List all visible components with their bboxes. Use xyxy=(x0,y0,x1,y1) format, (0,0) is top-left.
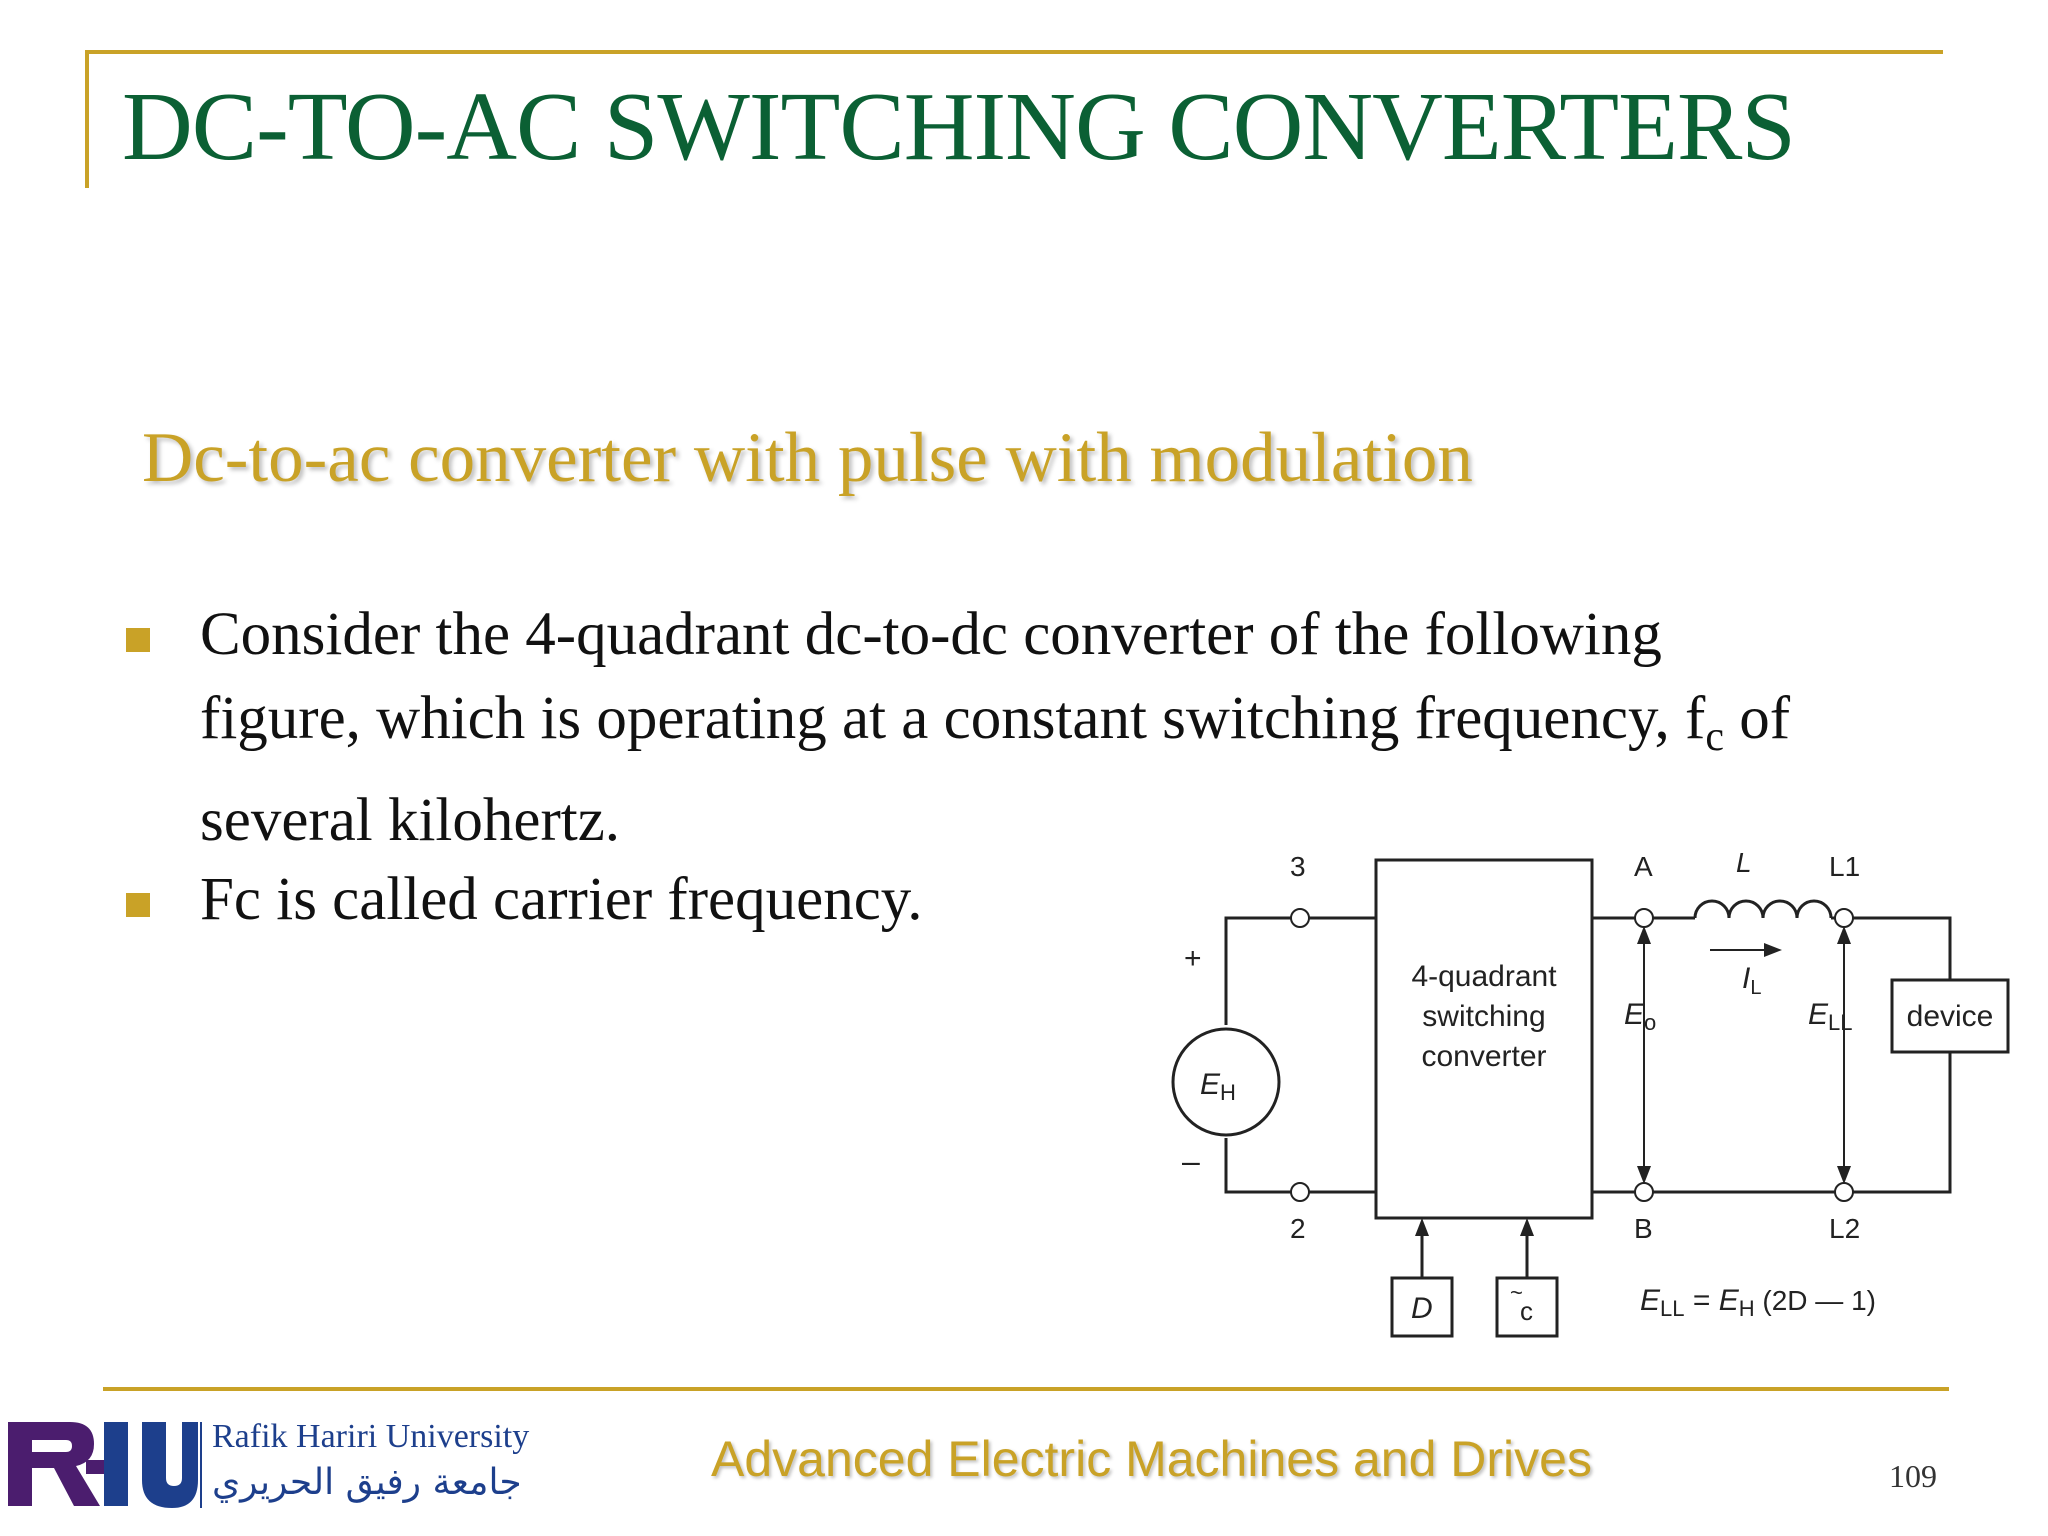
plus-sign: + xyxy=(1184,942,1202,975)
inductor-icon xyxy=(1693,899,1833,919)
wire-bottom-left xyxy=(1224,1138,1300,1194)
title-frame-left-rule xyxy=(85,50,89,188)
eo-arrow-head-down xyxy=(1637,1166,1651,1184)
duty-cycle-arrow-head xyxy=(1415,1218,1429,1236)
bullet-1: Consider the 4-quadrant dc-to-dc convert… xyxy=(200,593,1960,863)
page-number: 109 xyxy=(1889,1458,1937,1494)
node-2-label: 2 xyxy=(1290,1213,1306,1244)
bullet-1-line-2: figure, which is operating at a constant… xyxy=(200,677,1960,779)
bullet-1-subscript: c xyxy=(1705,714,1724,760)
footer-rule xyxy=(103,1387,1949,1391)
eo-label: Eo xyxy=(1624,998,1656,1035)
terminal-node-a xyxy=(1634,908,1654,928)
dc-source-icon xyxy=(1171,1027,1281,1137)
course-title: Advanced Electric Machines and Drives xyxy=(711,1431,1592,1487)
bullet-1-line-2-text: figure, which is operating at a constant… xyxy=(200,685,1706,752)
bullet-square-icon xyxy=(126,628,150,652)
bullet-square-icon xyxy=(126,893,150,917)
inductor-label: L xyxy=(1736,847,1752,878)
bullet-2: Fc is called carrier frequency. xyxy=(200,866,923,933)
university-name-english: Rafik Hariri University xyxy=(212,1418,530,1455)
device-box xyxy=(1890,978,2010,1054)
converter-label-line-3: converter xyxy=(1421,1040,1546,1073)
carrier-label: c xyxy=(1520,1296,1533,1326)
bullet-1-line-3: several kilohertz. xyxy=(200,787,621,854)
bullet-1-line-1: Consider the 4-quadrant dc-to-dc convert… xyxy=(200,601,1662,668)
converter-circuit-diagram: 3 2 A B L1 L2 L + – – IL EH Eo ELL D c ~… xyxy=(1171,847,2010,1338)
node-l1-label: L1 xyxy=(1829,851,1860,882)
converter-box xyxy=(1374,858,1594,1220)
node-l2-label: L2 xyxy=(1829,1213,1860,1244)
slide-title: DC-TO-AC SWITCHING CONVERTERS xyxy=(122,73,1796,181)
wire-device-return xyxy=(1592,1052,1952,1194)
wire-top-left xyxy=(1224,916,1300,1025)
node-b-label: B xyxy=(1634,1213,1653,1244)
current-label: IL xyxy=(1742,962,1761,999)
terminal-node-b xyxy=(1634,1182,1654,1202)
ell-arrow-head-up xyxy=(1837,926,1851,944)
device-label: device xyxy=(1907,1000,1994,1033)
bullet-1-line-2-end: of xyxy=(1723,685,1791,752)
terminal-node-l1 xyxy=(1834,908,1854,928)
eo-arrow-head-up xyxy=(1637,926,1651,944)
university-logo-icon xyxy=(8,1422,198,1508)
source-label: EH xyxy=(1200,1068,1236,1105)
logo-divider xyxy=(200,1422,202,1508)
node-3-label: 3 xyxy=(1290,851,1306,882)
slide-subtitle: Dc-to-ac converter with pulse with modul… xyxy=(142,419,1473,497)
wire-inductor-to-device xyxy=(1831,916,1952,980)
node-a-label: A xyxy=(1634,851,1653,882)
duty-cycle-label: D xyxy=(1411,1292,1433,1325)
output-equation: ELL = EH (2D — 1) xyxy=(1640,1284,1876,1321)
terminal-node-l2 xyxy=(1834,1182,1854,1202)
ell-arrow-head-down xyxy=(1837,1166,1851,1184)
carrier-arrow-head xyxy=(1520,1218,1534,1236)
ell-label: ELL xyxy=(1808,998,1853,1035)
current-arrow-head xyxy=(1764,943,1782,957)
university-name-arabic: جامعة رفيق الحريري xyxy=(212,1462,522,1503)
minus-sign-visible: – xyxy=(1182,1143,1200,1179)
converter-label-line-1: 4-quadrant xyxy=(1411,960,1557,993)
converter-label-line-2: switching xyxy=(1422,1000,1545,1033)
terminal-node-3 xyxy=(1290,908,1310,928)
terminal-node-2 xyxy=(1290,1182,1310,1202)
carrier-tilde: ~ xyxy=(1510,1280,1523,1305)
title-frame-top-rule xyxy=(85,50,1943,54)
